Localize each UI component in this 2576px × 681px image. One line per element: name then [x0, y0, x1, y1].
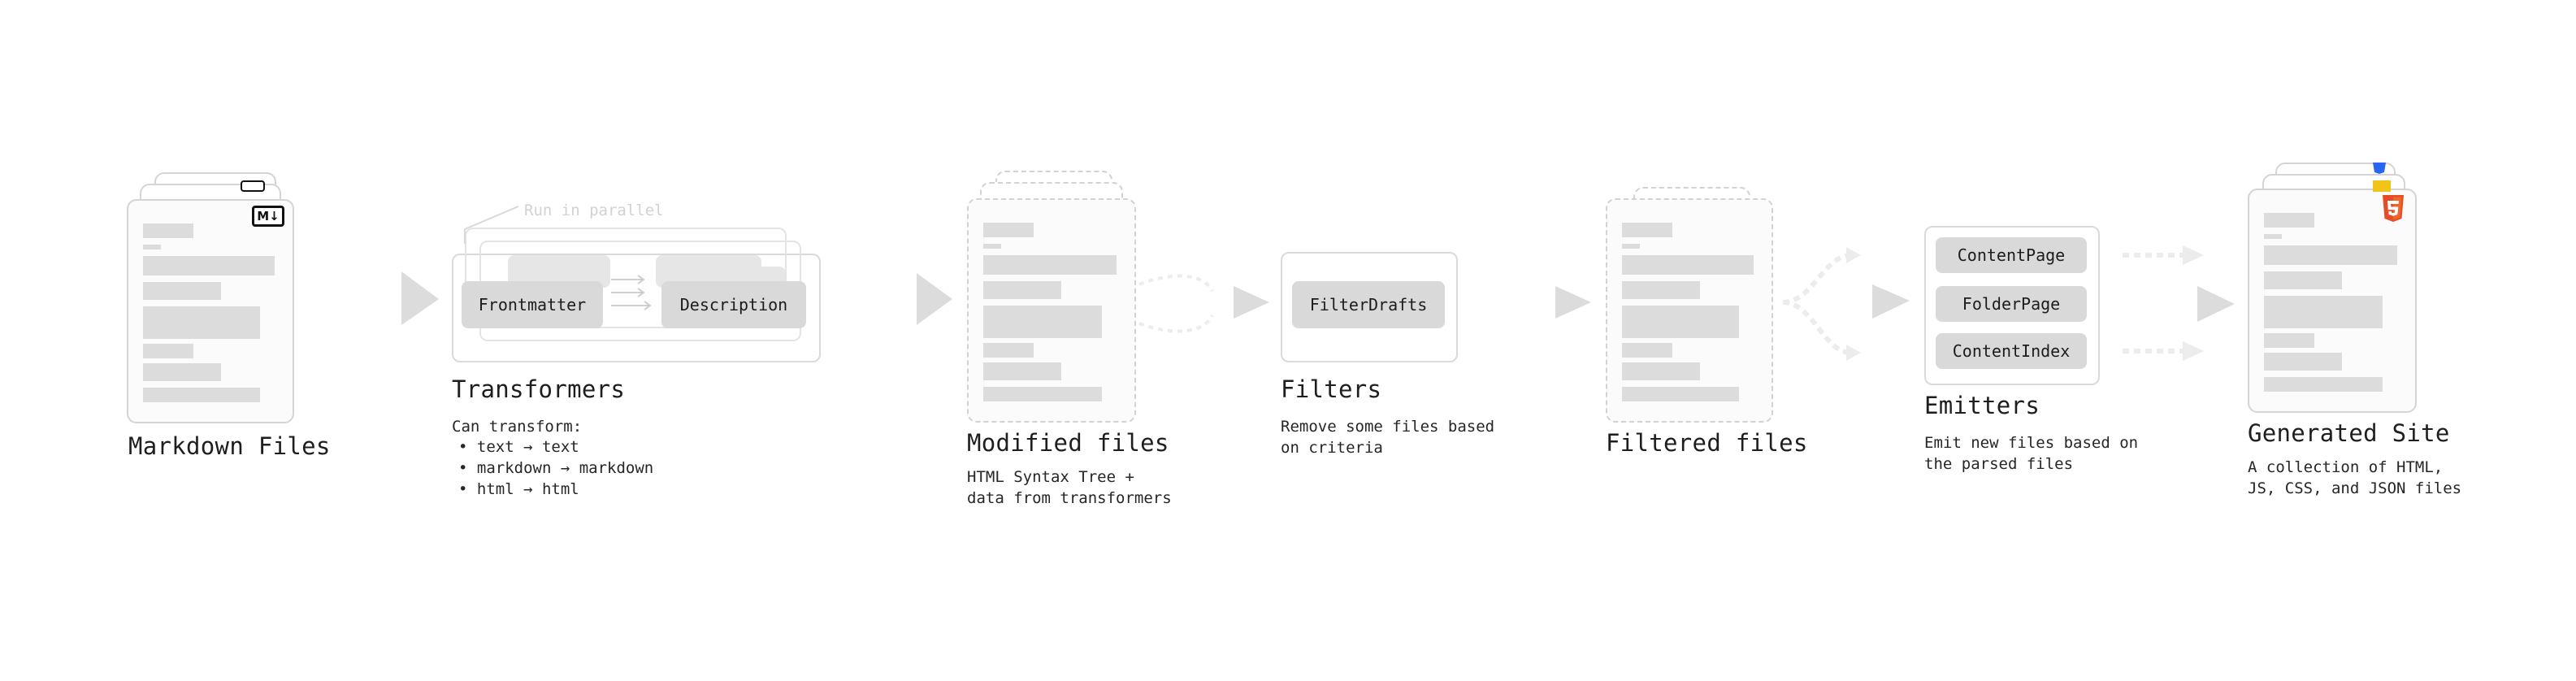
arrow-emitters-to-site — [2110, 245, 2235, 361]
js-icon — [2373, 180, 2391, 192]
arrow-markdown-to-transformers — [306, 271, 439, 325]
transformers-desc-line-3: • html → html — [458, 480, 579, 498]
arrow-modified-to-filters — [1138, 274, 1269, 333]
modified-files-desc: HTML Syntax Tree + data from transformer… — [967, 468, 1172, 507]
transformers-title: Transformers — [452, 375, 626, 403]
parallel-ghost-box-2 — [465, 228, 787, 328]
emitter-contentpage: ContentPage — [1936, 237, 2087, 273]
generated-site-title: Generated Site — [2248, 419, 2450, 447]
transformer-description: Description — [661, 281, 806, 328]
emitter-folderpage: FolderPage — [1936, 286, 2087, 322]
markdown-badge-back-icon — [241, 180, 265, 192]
filters-title: Filters — [1281, 375, 1382, 403]
transformers-desc-heading: Can transform: — [452, 418, 583, 436]
modified-doc-front — [967, 198, 1136, 423]
emitters-desc: Emit new files based on the parsed files — [1924, 434, 2139, 473]
css-icon — [2373, 163, 2386, 174]
transformers-desc-line-2: • markdown → markdown — [458, 459, 654, 477]
generated-site-desc: A collection of HTML, JS, CSS, and JSON … — [2248, 458, 2462, 497]
filter-filterdrafts: FilterDrafts — [1292, 281, 1445, 328]
markdown-files-title: Markdown Files — [128, 432, 331, 460]
arrow-filters-to-filtered — [1472, 286, 1591, 319]
markdown-doc-front — [127, 199, 294, 423]
arrow-transformers-to-modified — [830, 273, 952, 325]
site-doc-front — [2248, 189, 2417, 413]
transformers-desc-line-1: • text → text — [458, 438, 579, 456]
emitters-title: Emitters — [1924, 392, 2040, 419]
markdown-badge-icon: M↓ — [252, 206, 284, 227]
html5-icon — [2383, 195, 2404, 222]
arrow-filtered-to-emitters — [1782, 247, 1910, 361]
transformer-frontmatter: Frontmatter — [462, 281, 603, 328]
filtered-doc-front — [1606, 198, 1773, 423]
parallel-label: Run in parallel — [524, 202, 664, 219]
filtered-files-title: Filtered files — [1606, 429, 1808, 457]
emitter-contentindex: ContentIndex — [1936, 333, 2087, 369]
modified-files-title: Modified files — [967, 429, 1169, 457]
filters-desc: Remove some files based on criteria — [1281, 418, 1495, 457]
